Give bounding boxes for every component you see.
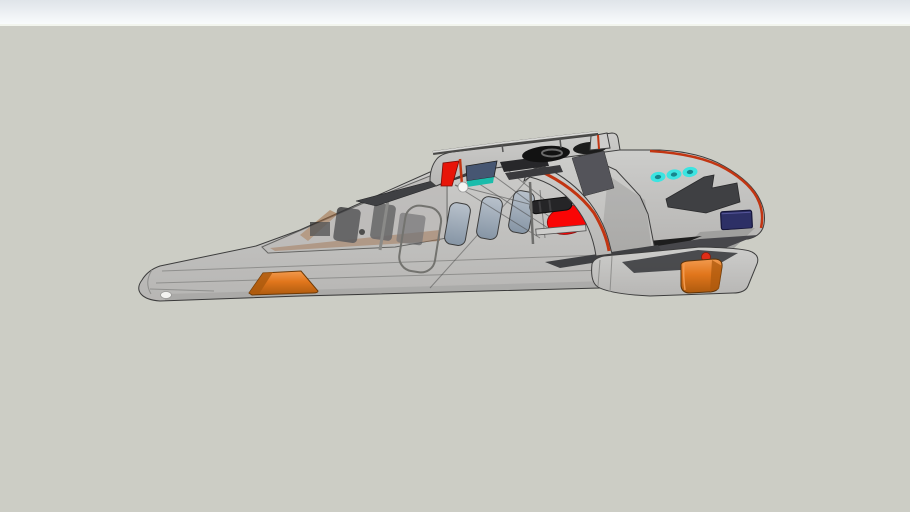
pylon-front-edge [528,181,535,245]
pylon-ledge [535,224,587,236]
roof-fan-ring [541,148,563,158]
pylon-red-trim [537,168,611,252]
pod-window-sill [467,177,494,187]
cyan-decal-3 [682,166,698,178]
nose-curve-line [147,269,153,295]
behind-pylon-shade [600,175,652,255]
post-red-stripe [597,134,600,150]
landing-skid [248,270,319,296]
thruster-shade [710,260,722,292]
cabin-door-outline [398,204,443,274]
thruster-highlight [682,262,686,291]
cyan-decal-1 [650,171,666,183]
cockpit-pod [429,131,621,197]
horizon-line [0,24,910,26]
fuselage-bottom-shade [165,280,640,301]
sensor-sphere [457,181,469,193]
canopy-pillar [378,199,390,251]
pod-vent-strip-2 [505,165,563,180]
hull-crease-upper [161,253,631,272]
aft-pontoon [591,246,759,297]
side-window-1 [444,202,471,246]
skid-shade [249,272,273,294]
sky [0,0,910,26]
hull-crease-lower [155,268,641,284]
aft-red-trim [649,149,764,229]
roof-wrap-band [571,150,615,197]
pod-red-stripe [458,158,464,186]
impulse-exhaust [720,209,753,231]
aft-post [589,132,611,151]
nose-light [160,291,172,299]
pontoon-seam-1 [609,255,613,293]
shuttlecraft [138,131,765,302]
nose-lip-line [149,288,215,292]
cyan-decal-2 [666,169,682,180]
aft-thruster [680,258,723,294]
side-window-2 [476,196,503,240]
cyan-decals [650,166,698,183]
roof-rail [432,131,599,155]
pontoon-seam-2 [597,259,601,287]
aft-dark-panel [665,174,741,214]
